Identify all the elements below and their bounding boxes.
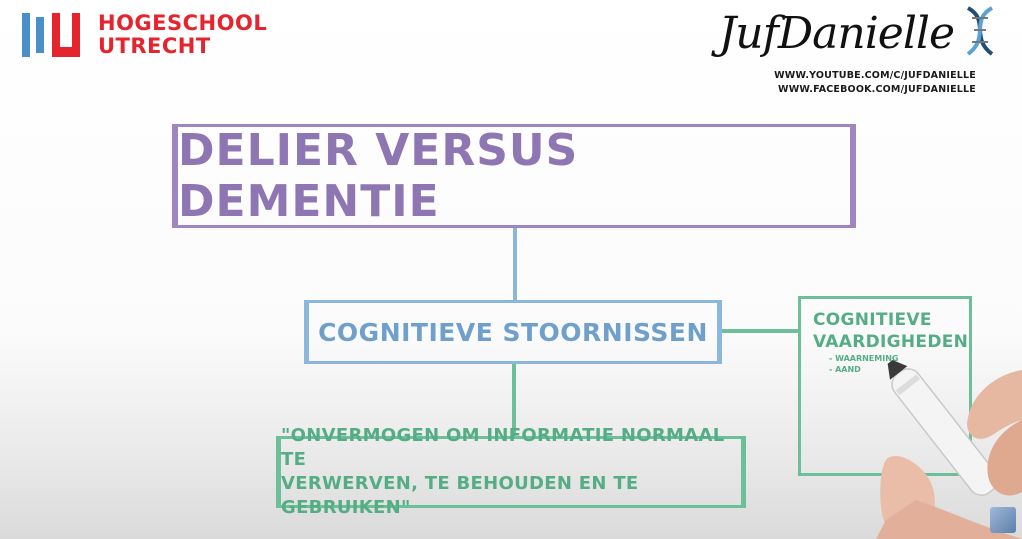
- skills-title-line2: VAARDIGHEDEN: [813, 332, 969, 352]
- title-box: DELIER VERSUS DEMENTIE: [172, 124, 856, 228]
- hand-with-marker-icon: [876, 360, 1022, 539]
- cognitive-disorders-label: COGNITIEVE STOORNISSEN: [318, 317, 708, 347]
- skills-title-line1: COGNITIEVE: [813, 310, 932, 330]
- diagram-title: DELIER VERSUS DEMENTIE: [178, 125, 579, 227]
- facebook-link[interactable]: WWW.FACEBOOK.COM/JUFDANIELLE: [778, 84, 976, 95]
- hu-logo-mark-icon: [22, 13, 84, 57]
- definition-line-1: "ONVERMOGEN OM INFORMATIE NORMAAL TE: [281, 425, 725, 470]
- cognitive-disorders-box: COGNITIEVE STOORNISSEN: [304, 300, 722, 364]
- connector-title-to-cognitive: [513, 228, 517, 300]
- dna-icon: [966, 6, 994, 56]
- hu-logo-line1: HOGESCHOOL: [98, 11, 268, 35]
- jufdanielle-name: JufDanielle: [718, 8, 955, 59]
- definition-box: "ONVERMOGEN OM INFORMATIE NORMAAL TE VER…: [276, 425, 746, 518]
- connector-cognitive-to-skills: [722, 329, 798, 333]
- skills-item: - AAND: [829, 365, 861, 374]
- jufdanielle-logo: JufDanielle WWW.YOUTUBE.COM/C/JUFDANIELL…: [719, 2, 1004, 102]
- video-corner-icon: [990, 507, 1016, 533]
- hu-logo-text: HOGESCHOOL UTRECHT: [98, 12, 267, 58]
- connector-cognitive-to-definition: [512, 364, 516, 436]
- youtube-link[interactable]: WWW.YOUTUBE.COM/C/JUFDANIELLE: [774, 70, 976, 81]
- definition-line-2: VERWERVEN, TE BEHOUDEN EN TE GEBRUIKEN": [281, 473, 639, 518]
- hu-logo-line2: UTRECHT: [98, 34, 211, 58]
- hogeschool-utrecht-logo: HOGESCHOOL UTRECHT: [22, 12, 267, 58]
- skills-item: - WAARNEMING: [829, 354, 899, 363]
